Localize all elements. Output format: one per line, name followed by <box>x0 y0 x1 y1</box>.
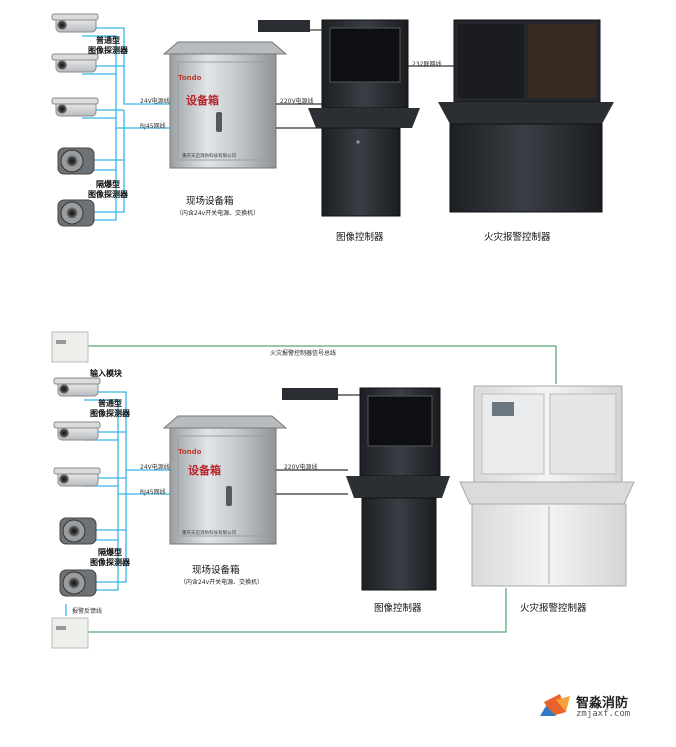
top-explosion-camera-1 <box>57 147 95 175</box>
top-caption-box-sub: （内含24v开关电源、交换机） <box>176 210 260 217</box>
bottom-camera-explosion-label: 隔爆型 图像探测器 <box>90 548 130 567</box>
watermark-name: 智淼消防 <box>576 696 629 711</box>
top-wire-232-label: 232联网线 <box>412 61 442 68</box>
top-wire-220v-label: 220V电源线 <box>280 98 314 105</box>
bottom-image-controller <box>282 387 450 591</box>
top-camera-explosion-label: 隔爆型 图像探测器 <box>88 180 128 199</box>
bottom-wire-signal-bus-label: 火灾报警控制器信号总线 <box>270 350 337 357</box>
bottom-box-title: 设备箱 <box>188 464 221 477</box>
bottom-input-module-label: 输入模块 <box>90 369 122 378</box>
bottom-input-module-2 <box>51 617 89 649</box>
top-fire-controller <box>438 19 614 213</box>
bottom-green-wires <box>88 345 557 633</box>
bottom-box-brand: Tondo <box>178 448 202 456</box>
bottom-caption-image-controller: 图像控制器 <box>374 603 422 614</box>
bottom-wire-220v-label: 220V电源线 <box>284 464 318 471</box>
top-camera-1 <box>51 13 99 33</box>
bottom-caption-box-sub: （内含24v开关电源、交换机） <box>180 579 264 586</box>
bottom-fire-controller <box>459 385 635 587</box>
bottom-box-company: 重庆天迈消防科技有限公司 <box>182 531 236 536</box>
top-wire-rj45-label: RJ45网线 <box>140 123 166 130</box>
bottom-caption-fire-controller: 火灾报警控制器 <box>520 603 587 614</box>
bottom-diagram <box>51 331 635 649</box>
top-camera-2 <box>51 53 99 73</box>
top-equipment-box <box>162 41 288 169</box>
top-wire-24v-label: 24V电源线 <box>140 98 170 105</box>
bottom-wire-rj45-label: RJ45网线 <box>140 489 166 496</box>
bottom-camera-2 <box>53 421 101 441</box>
bottom-camera-normal-label: 普通型 图像探测器 <box>90 399 130 418</box>
bottom-camera-3 <box>53 467 101 487</box>
top-box-title: 设备箱 <box>186 94 219 107</box>
top-caption-fire-controller: 火灾报警控制器 <box>484 232 551 243</box>
top-image-controller <box>258 19 420 217</box>
top-dark-wires <box>274 29 456 129</box>
bottom-dark-wires <box>274 394 360 495</box>
bottom-equipment-box <box>162 415 288 545</box>
top-box-brand: Tondo <box>178 74 202 82</box>
watermark-url: zmjaxf.com <box>576 709 631 719</box>
top-explosion-camera-2 <box>57 199 95 227</box>
bottom-wire-24v-label: 24V电源线 <box>140 464 170 471</box>
bottom-explosion-camera-1 <box>59 517 97 545</box>
top-camera-normal-label: 普通型 图像探测器 <box>88 36 128 55</box>
watermark-logo-icon <box>540 694 570 716</box>
top-camera-3 <box>51 97 99 117</box>
top-box-company: 重庆天迈消防科技有限公司 <box>182 154 236 159</box>
bottom-input-module-1 <box>51 331 89 363</box>
top-caption-image-controller: 图像控制器 <box>336 232 384 243</box>
bottom-explosion-camera-2 <box>59 569 97 597</box>
top-caption-box: 现场设备箱 <box>186 196 234 207</box>
bottom-camera-1 <box>53 377 101 397</box>
bottom-wire-feedback-label: 报警反馈线 <box>72 608 103 615</box>
bottom-caption-box: 现场设备箱 <box>192 565 240 576</box>
top-diagram <box>51 13 614 227</box>
